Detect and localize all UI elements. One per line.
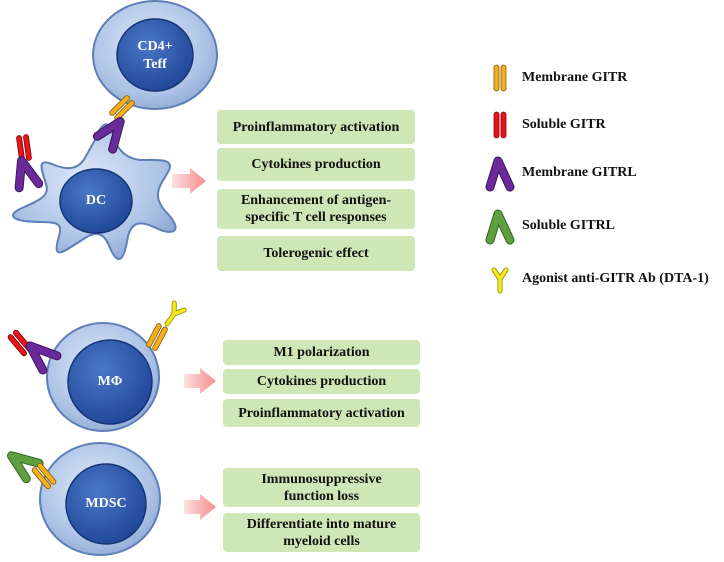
legend-item-membrane-gitrl: Membrane GITRL (486, 158, 637, 188)
macrophage-effect-cytokines: Cytokines production (223, 369, 420, 394)
dc-effect-cytokines: Cytokines production (217, 148, 415, 181)
legend-label-soluble-gitrl: Soluble GITRL (522, 218, 615, 233)
dc-effect-cytokines-text: Cytokines production (251, 157, 381, 172)
teff-cell (92, 0, 218, 110)
dc-arrow (172, 168, 206, 194)
legend-item-soluble-gitr: Soluble GITR (486, 110, 606, 140)
mdsc-effect-suppression: Immunosuppressive function loss (223, 468, 420, 507)
legend-icon-spacer (486, 158, 518, 188)
dc-effect-proinflammatory: Proinflammatory activation (217, 110, 415, 144)
dc-effect-tolerogenic-text: Tolerogenic effect (263, 246, 369, 261)
dc-effect-antigen-line2: specific T cell responses (245, 210, 387, 225)
legend-item-soluble-gitrl: Soluble GITRL (486, 211, 615, 241)
mdsc-effect-differentiation-line2: myeloid cells (283, 533, 360, 549)
legend-label-membrane-gitrl: Membrane GITRL (522, 165, 637, 180)
legend-label-soluble-gitr: Soluble GITR (522, 117, 606, 132)
agonist-antibody-icon (162, 303, 184, 327)
legend-label-membrane-gitr: Membrane GITR (522, 70, 628, 85)
teff-label-line1: CD4+ (137, 39, 173, 54)
legend-label-agonist-antibody: Agonist anti-GITR Ab (DTA-1) (522, 271, 709, 286)
legend-icon-spacer (486, 63, 518, 93)
macrophage-cell (46, 322, 160, 432)
macrophage-arrow (184, 368, 216, 394)
dc-effect-antigen-line1: Enhancement of antigen- (240, 193, 392, 208)
membrane-gitr-icon (145, 322, 169, 352)
dc-effect-tolerogenic: Tolerogenic effect (217, 236, 415, 271)
macrophage-effect-proinflammatory: Proinflammatory activation (223, 399, 420, 427)
legend-item-agonist-antibody: Agonist anti-GITR Ab (DTA-1) (486, 264, 709, 294)
dc-effect-proinflammatory-text: Proinflammatory activation (232, 119, 400, 135)
dc-effect-antigen: Enhancement of antigen- specific T cell … (217, 189, 415, 229)
mdsc-arrow (184, 494, 216, 520)
legend-item-membrane-gitr: Membrane GITR (486, 63, 627, 93)
mdsc-effect-suppression-line1: Immunosuppressive (261, 471, 382, 487)
macrophage-effect-m1: M1 polarization (223, 340, 420, 365)
legend-icon-spacer (486, 110, 518, 140)
macrophage-effect-m1-text: M1 polarization (273, 345, 370, 360)
teff-label-line2: Teff (143, 57, 167, 72)
legend-icon-spacer (486, 264, 518, 294)
mdsc-effect-suppression-line2: function loss (283, 488, 360, 504)
legend-icon-spacer (486, 211, 518, 241)
teff-label: CD4+ Teff (125, 38, 185, 74)
mdsc-effect-differentiation-line1: Differentiate into mature (246, 516, 397, 532)
mdsc-cell (39, 442, 161, 556)
membrane-gitrl-icon (14, 158, 39, 188)
macrophage-label: MΦ (97, 374, 123, 389)
macrophage-effect-cytokines-text: Cytokines production (256, 374, 387, 389)
dc-label: DC (85, 193, 107, 208)
macrophage-effect-proinflammatory-text: Proinflammatory activation (238, 405, 405, 421)
mdsc-effect-differentiation: Differentiate into mature myeloid cells (223, 513, 420, 552)
dc-cell (12, 123, 177, 260)
mdsc-label: MDSC (85, 496, 127, 511)
